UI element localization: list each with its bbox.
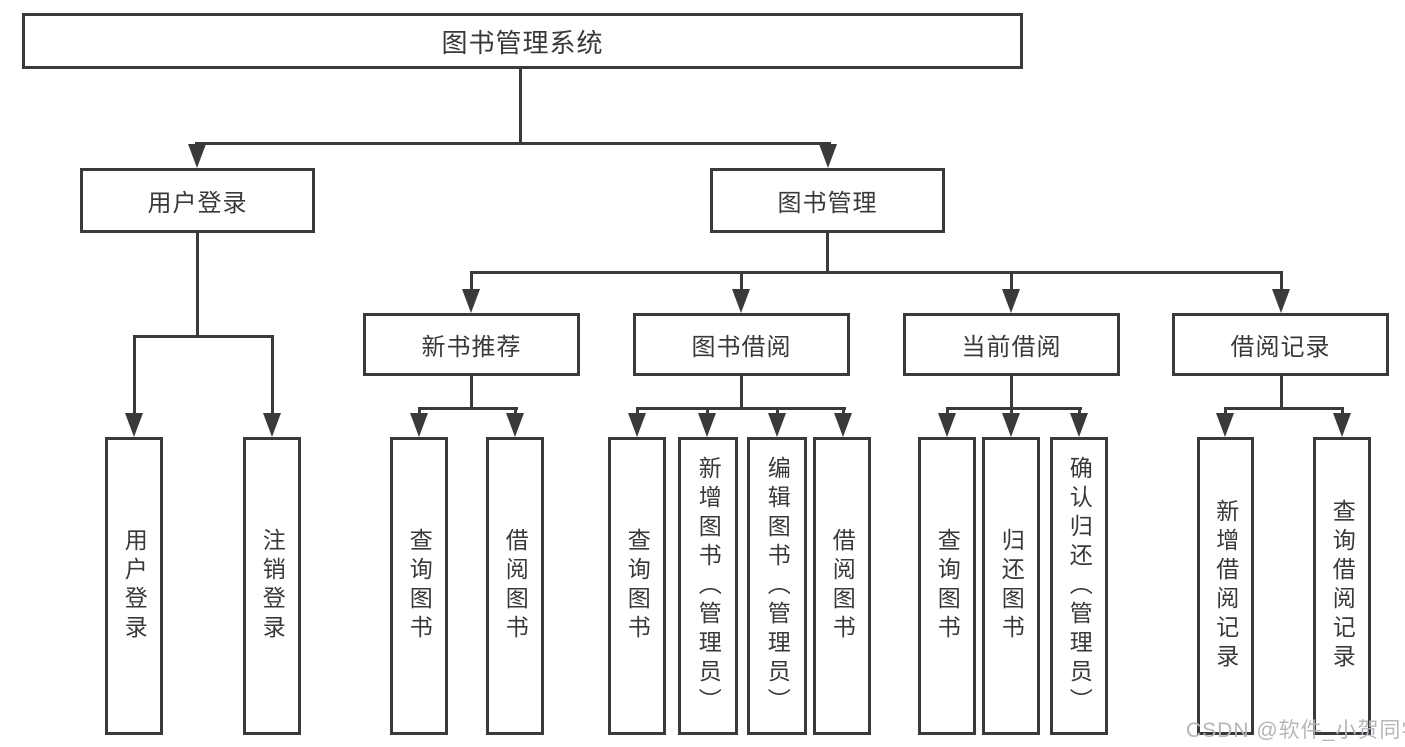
connector bbox=[946, 407, 1082, 410]
connector bbox=[1010, 407, 1013, 417]
leaf-label: 查询图书 bbox=[624, 528, 651, 644]
node-label: 用户登录 bbox=[147, 190, 248, 217]
leaf-label: 查询图书 bbox=[934, 528, 961, 644]
leaf-label: 查询图书 bbox=[406, 528, 433, 644]
csdn-watermark: CSDN @软件_小贺同学 bbox=[1186, 719, 1405, 742]
connector bbox=[519, 69, 522, 145]
arrow-down-icon bbox=[698, 413, 716, 437]
node-current-borrowing: 当前借阅 bbox=[903, 313, 1120, 376]
arrow-down-icon bbox=[1272, 289, 1290, 313]
connector bbox=[842, 407, 845, 417]
leaf-label: 用户登录 bbox=[121, 528, 148, 644]
node-library-management-system: 图书管理系统 bbox=[22, 13, 1023, 69]
leaf-label: 借阅图书 bbox=[502, 528, 529, 644]
connector bbox=[470, 271, 473, 291]
arrow-down-icon bbox=[834, 413, 852, 437]
node-label: 借阅记录 bbox=[1230, 334, 1331, 361]
node-book-borrowing: 图书借阅 bbox=[633, 313, 850, 376]
connector bbox=[418, 407, 421, 417]
leaf-label: 注销登录 bbox=[259, 528, 286, 644]
arrow-down-icon bbox=[188, 144, 206, 168]
leaf-query-borrow-record: 查询借阅记录 bbox=[1313, 437, 1371, 735]
node-label: 图书借阅 bbox=[691, 334, 792, 361]
leaf-add-books-admin: 新增图书（管理员） bbox=[678, 437, 738, 735]
node-label: 新书推荐 bbox=[421, 334, 522, 361]
arrow-down-icon bbox=[1216, 413, 1234, 437]
arrow-down-icon bbox=[768, 413, 786, 437]
node-user-login: 用户登录 bbox=[80, 168, 315, 233]
connector bbox=[418, 407, 518, 410]
arrow-down-icon bbox=[732, 289, 750, 313]
connector bbox=[470, 271, 1283, 274]
connector bbox=[776, 407, 779, 417]
node-label: 图书管理 bbox=[777, 190, 878, 217]
connector bbox=[636, 407, 639, 417]
connector bbox=[1078, 407, 1081, 417]
connector bbox=[1224, 407, 1344, 410]
connector bbox=[1341, 407, 1344, 417]
connector bbox=[740, 376, 743, 410]
leaf-query-books-recommend: 查询图书 bbox=[390, 437, 448, 735]
node-label: 当前借阅 bbox=[961, 334, 1062, 361]
connector bbox=[636, 407, 846, 410]
leaf-query-books-borrow: 查询图书 bbox=[608, 437, 666, 735]
connector bbox=[826, 233, 829, 274]
connector bbox=[271, 335, 274, 415]
arrow-down-icon bbox=[462, 289, 480, 313]
connector bbox=[946, 407, 949, 417]
leaf-edit-books-admin: 编辑图书（管理员） bbox=[747, 437, 807, 735]
leaf-label: 归还图书 bbox=[998, 528, 1025, 644]
connector bbox=[196, 233, 199, 338]
leaf-label: 查询借阅记录 bbox=[1329, 499, 1356, 673]
leaf-label: 借阅图书 bbox=[829, 528, 856, 644]
connector bbox=[1280, 376, 1283, 410]
leaf-user-login: 用户登录 bbox=[105, 437, 163, 735]
arrow-down-icon bbox=[819, 144, 837, 168]
node-borrowing-records: 借阅记录 bbox=[1172, 313, 1389, 376]
arrow-down-icon bbox=[506, 413, 524, 437]
connector bbox=[1280, 271, 1283, 291]
leaf-logout: 注销登录 bbox=[243, 437, 301, 735]
node-book-management: 图书管理 bbox=[710, 168, 945, 233]
leaf-confirm-return-admin: 确认归还（管理员） bbox=[1050, 437, 1108, 735]
arrow-down-icon bbox=[938, 413, 956, 437]
connector bbox=[133, 335, 274, 338]
connector bbox=[706, 407, 709, 417]
leaf-borrow-books: 借阅图书 bbox=[813, 437, 871, 735]
arrow-down-icon bbox=[1070, 413, 1088, 437]
connector bbox=[1010, 376, 1013, 410]
leaf-label: 确认归还（管理员） bbox=[1066, 455, 1093, 717]
arrow-down-icon bbox=[410, 413, 428, 437]
leaf-label: 新增借阅记录 bbox=[1212, 499, 1239, 673]
leaf-add-borrow-record: 新增借阅记录 bbox=[1197, 437, 1254, 735]
leaf-label: 新增图书（管理员） bbox=[695, 455, 722, 717]
arrow-down-icon bbox=[1002, 413, 1020, 437]
connector bbox=[514, 407, 517, 417]
arrow-down-icon bbox=[125, 413, 143, 437]
leaf-return-books: 归还图书 bbox=[982, 437, 1040, 735]
arrow-down-icon bbox=[1333, 413, 1351, 437]
leaf-borrow-books-recommend: 借阅图书 bbox=[486, 437, 544, 735]
node-label: 图书管理系统 bbox=[441, 27, 604, 58]
leaf-query-books-current: 查询图书 bbox=[918, 437, 976, 735]
connector bbox=[195, 142, 831, 145]
connector bbox=[1224, 407, 1227, 417]
leaf-label: 编辑图书（管理员） bbox=[764, 455, 791, 717]
arrow-down-icon bbox=[263, 413, 281, 437]
node-new-book-recommendation: 新书推荐 bbox=[363, 313, 580, 376]
connector bbox=[740, 271, 743, 291]
arrow-down-icon bbox=[1002, 289, 1020, 313]
connector bbox=[133, 335, 136, 415]
connector bbox=[1010, 271, 1013, 291]
arrow-down-icon bbox=[628, 413, 646, 437]
connector bbox=[470, 376, 473, 410]
